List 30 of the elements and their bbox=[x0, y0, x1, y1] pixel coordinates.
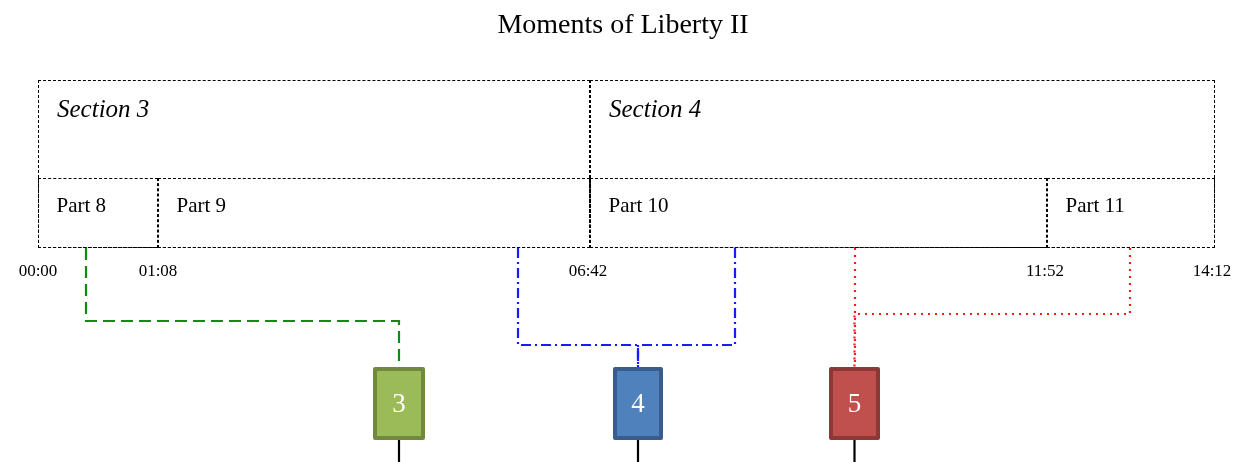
marker-box bbox=[829, 367, 880, 440]
stem-line bbox=[397, 440, 401, 462]
marker-box bbox=[373, 367, 425, 440]
section-label: Section 3 bbox=[57, 95, 150, 123]
time-label: 00:00 bbox=[18, 261, 58, 281]
time-label: 06:42 bbox=[568, 261, 608, 281]
part-box bbox=[37, 177, 158, 248]
connector-line bbox=[636, 248, 737, 367]
section-box bbox=[38, 80, 590, 248]
time-label: 14:12 bbox=[1192, 261, 1232, 281]
stem-line bbox=[636, 440, 640, 462]
part-box bbox=[1046, 177, 1215, 248]
part-label: Part 10 bbox=[608, 192, 669, 218]
marker-number: 4 bbox=[631, 388, 645, 419]
part-label: Part 8 bbox=[56, 192, 107, 218]
part-label: Part 9 bbox=[176, 192, 227, 218]
part-label: Part 11 bbox=[1065, 192, 1125, 218]
section-label: Section 4 bbox=[609, 95, 702, 123]
marker-box bbox=[613, 367, 663, 440]
connector-line bbox=[853, 248, 1132, 367]
time-label: 11:52 bbox=[1025, 261, 1065, 281]
diagram-title: Moments of Liberty II bbox=[496, 8, 750, 40]
marker-number: 5 bbox=[847, 388, 862, 419]
part-box bbox=[589, 177, 1047, 248]
connector-line bbox=[516, 248, 640, 367]
marker-number: 3 bbox=[392, 388, 406, 419]
time-label: 01:08 bbox=[138, 261, 178, 281]
section-box bbox=[590, 80, 1215, 248]
part-box bbox=[157, 177, 590, 248]
stem-line bbox=[853, 440, 856, 462]
